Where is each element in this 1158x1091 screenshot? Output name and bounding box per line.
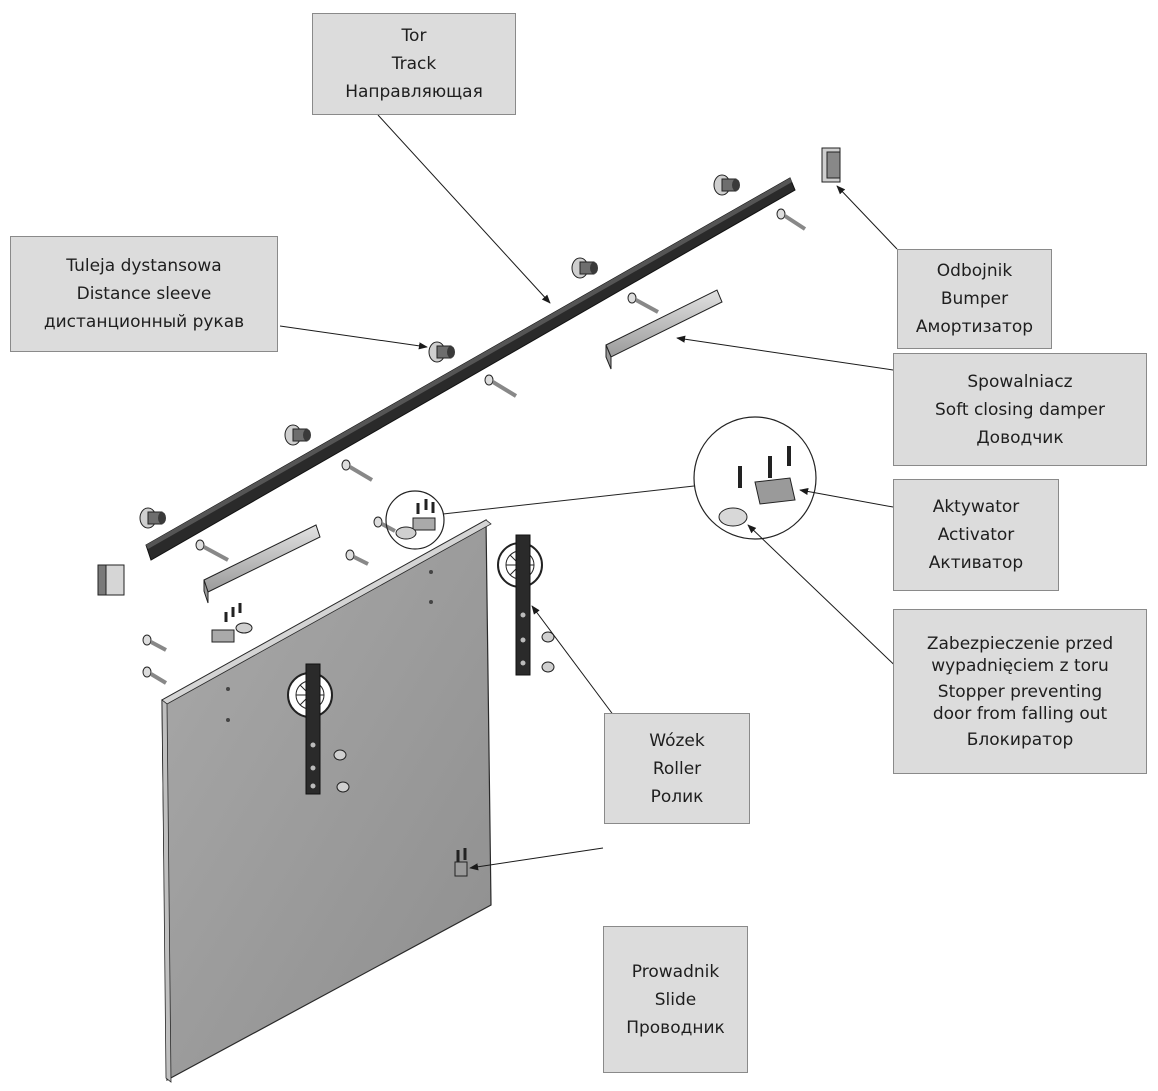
track-rail: [145, 177, 796, 561]
bumpers: [97, 147, 841, 596]
bumper-label: Odbojnik Bumper Амортизатор: [897, 249, 1052, 349]
damper-label-pl: Spowalniacz: [967, 371, 1073, 392]
stopper-label-pl-1: Zabezpieczenie przed: [926, 633, 1114, 654]
damper-label: Spowalniacz Soft closing damper Доводчик: [893, 353, 1147, 466]
damper-label-ru: Доводчик: [976, 427, 1064, 448]
distance-sleeve-label-en: Distance sleeve: [76, 284, 212, 304]
bolts: [142, 208, 807, 685]
roller-label-ru: Ролик: [650, 786, 704, 807]
detail-circles: [385, 416, 817, 550]
track-label-ru: Направляющая: [345, 82, 483, 102]
slide-label-ru: Проводник: [626, 1017, 725, 1038]
roller-label-pl: Wózek: [649, 730, 705, 751]
rollers: [287, 534, 543, 795]
track-label-en: Track: [391, 54, 437, 74]
stopper-label-en-1: Stopper preventing: [937, 681, 1103, 702]
activator-label-en: Activator: [937, 525, 1015, 545]
bumper-label-ru: Амортизатор: [915, 317, 1034, 337]
bumper-label-pl: Odbojnik: [936, 261, 1013, 281]
activators: [211, 499, 436, 643]
door-panel: [161, 518, 492, 1083]
stopper-label-en-2: door from falling out: [932, 703, 1108, 724]
soft-closing-dampers: [203, 289, 723, 604]
distance-sleeves: [139, 174, 740, 529]
activator-label-ru: Активатор: [928, 553, 1024, 573]
distance-sleeve-label: Tuleja dystansowa Distance sleeve дистан…: [10, 236, 278, 352]
distance-sleeve-label-ru: дистанционный рукав: [43, 312, 245, 332]
nuts: [333, 631, 555, 793]
activator-label: Aktywator Activator Активатор: [893, 479, 1059, 591]
damper-label-en: Soft closing damper: [935, 399, 1105, 420]
slide-label: Prowadnik Slide Проводник: [603, 926, 748, 1073]
slide-label-pl: Prowadnik: [631, 961, 720, 982]
slide-label-en: Slide: [654, 989, 697, 1010]
activator-label-pl: Aktywator: [932, 497, 1020, 517]
leader-lines: [279, 114, 909, 871]
bumper-label-en: Bumper: [940, 289, 1009, 309]
distance-sleeve-label-pl: Tuleja dystansowa: [66, 256, 222, 276]
stopper-label-pl-2: wypadnięciem z toru: [931, 655, 1109, 676]
stopper-label-ru: Блокиратор: [966, 729, 1074, 750]
track-label: Tor Track Направляющая: [312, 13, 516, 115]
stopper-label: Zabezpieczenie przed wypadnięciem z toru…: [893, 609, 1147, 774]
roller-label-en: Roller: [652, 758, 702, 779]
roller-label: Wózek Roller Ролик: [604, 713, 750, 824]
slide-guide: [454, 848, 468, 877]
track-label-pl: Tor: [401, 26, 427, 46]
